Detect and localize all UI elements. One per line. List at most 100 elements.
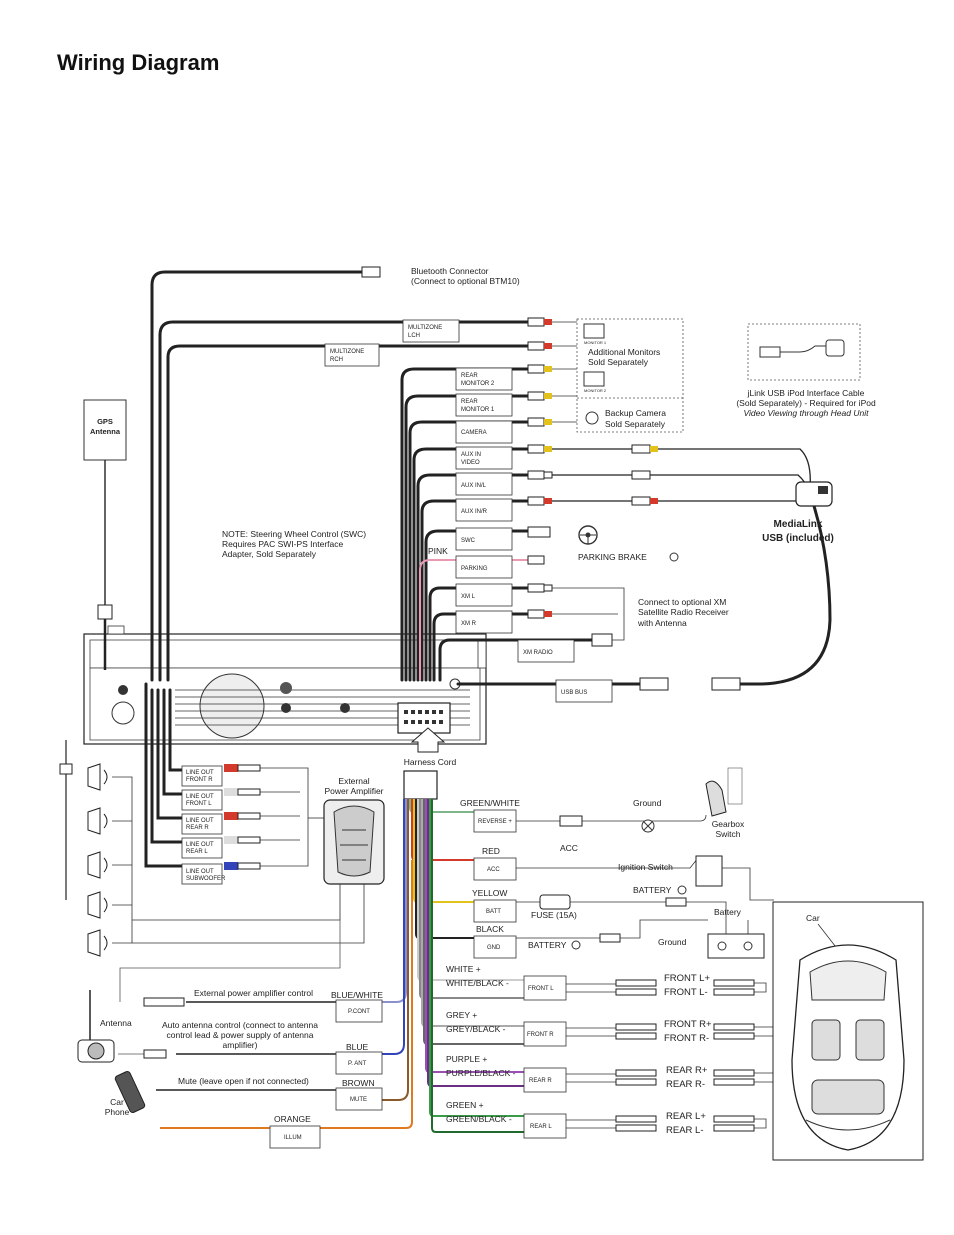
- swc-note-2: Requires PAC SWI-PS Interface: [222, 539, 344, 549]
- xm-r-box: XM R: [455, 610, 513, 634]
- line-out-sub-box: LINE OUT SUBWOOFER: [181, 863, 226, 885]
- svg-text:Gearbox: Gearbox: [712, 819, 745, 829]
- svg-text:FRONT R: FRONT R: [186, 777, 213, 783]
- rear-l-box: REAR L: [523, 1113, 567, 1139]
- svg-text:Antenna: Antenna: [90, 427, 121, 436]
- svg-text:BATT: BATT: [486, 909, 501, 915]
- yellow-label: YELLOW: [472, 888, 507, 898]
- svg-text:Ground: Ground: [633, 798, 662, 808]
- xm-note-3: with Antenna: [637, 618, 687, 628]
- monitor-icon: [583, 371, 605, 387]
- reverse-box: REVERSE +: [473, 809, 517, 833]
- svg-text:REVERSE +: REVERSE +: [478, 819, 512, 825]
- aux-in-l-box: AUX IN/L: [455, 472, 513, 496]
- svg-text:Battery: Battery: [714, 907, 742, 917]
- power-section: Ground Gearbox Switch RED ACC Ignition S…: [516, 767, 774, 959]
- red-label: RED: [482, 846, 500, 856]
- medialink-usb: MediaLink USB (included): [552, 444, 834, 691]
- svg-text:jLink USB iPod Interface Cable: jLink USB iPod Interface Cable: [747, 388, 865, 398]
- svg-text:LINE OUT: LINE OUT: [186, 794, 214, 800]
- svg-text:MONITOR 1: MONITOR 1: [584, 340, 607, 345]
- acc-box: ACC: [473, 857, 517, 881]
- rca-plugs-top: [527, 317, 613, 647]
- blue-white-label: BLUE/WHITE: [331, 990, 383, 1000]
- grey-plus-label: GREY +: [446, 1010, 477, 1020]
- xm-note-1: Connect to optional XM: [638, 597, 726, 607]
- pant-box: P. ANT: [335, 1051, 383, 1075]
- svg-text:XM R: XM R: [461, 621, 477, 627]
- svg-text:PARKING: PARKING: [461, 566, 488, 572]
- bluetooth-label-2: (Connect to optional BTM10): [411, 276, 520, 286]
- black-label: BLACK: [476, 924, 504, 934]
- grey-black-label: GREY/BLACK -: [446, 1024, 506, 1034]
- svg-text:P. ANT: P. ANT: [348, 1061, 367, 1067]
- svg-text:MONITOR 2: MONITOR 2: [584, 388, 607, 393]
- rear-r-plus-label: REAR R+: [666, 1065, 708, 1076]
- front-l-minus-label: FRONT L-: [664, 987, 708, 998]
- parking-brake-label: PARKING BRAKE: [578, 552, 647, 562]
- svg-text:XM RADIO: XM RADIO: [523, 650, 553, 656]
- svg-text:AUX IN/L: AUX IN/L: [461, 483, 487, 489]
- svg-text:RCH: RCH: [330, 357, 343, 363]
- rear-r-minus-label: REAR R-: [666, 1079, 705, 1090]
- svg-text:External: External: [338, 776, 369, 786]
- green-plus-label: GREEN +: [446, 1100, 484, 1110]
- aux-in-video-box: AUX IN VIDEO: [455, 446, 513, 470]
- car-illustration: Car: [772, 901, 924, 1161]
- svg-text:REAR: REAR: [461, 373, 478, 379]
- svg-text:BATTERY: BATTERY: [528, 940, 567, 950]
- jlink-cable: jLink USB iPod Interface Cable (Sold Sep…: [736, 323, 876, 418]
- orange-label: ORANGE: [274, 1114, 311, 1124]
- rear-r-box: REAR R: [523, 1067, 567, 1093]
- green-black-label: GREEN/BLACK -: [446, 1114, 512, 1124]
- speaker-output-wires: [566, 979, 801, 1132]
- svg-text:BATTERY: BATTERY: [633, 885, 672, 895]
- xm-note-2: Satellite Radio Receiver: [638, 607, 729, 617]
- ground-icon: [669, 552, 679, 562]
- svg-text:Car: Car: [806, 913, 820, 923]
- svg-text:REAR R: REAR R: [186, 825, 209, 831]
- front-r-plus-label: FRONT R+: [664, 1019, 712, 1030]
- svg-text:Phone: Phone: [105, 1107, 130, 1117]
- svg-text:MUTE: MUTE: [350, 1097, 367, 1103]
- svg-text:P.CONT: P.CONT: [348, 1009, 370, 1015]
- svg-text:ILLUM: ILLUM: [284, 1135, 302, 1141]
- front-r-box: FRONT R: [523, 1021, 567, 1047]
- blue-label: BLUE: [346, 1042, 369, 1052]
- steering-wheel-icon: [578, 525, 598, 545]
- svg-text:Sold Separately: Sold Separately: [605, 419, 666, 429]
- svg-text:LCH: LCH: [408, 333, 420, 339]
- bluetooth-label-1: Bluetooth Connector: [411, 266, 489, 276]
- mute-note: Mute (leave open if not connected): [178, 1076, 309, 1086]
- gps-antenna: GPS Antenna: [83, 399, 127, 670]
- line-out-rear-l-box: LINE OUT REAR L: [181, 837, 223, 859]
- illum-box: ILLUM: [269, 1125, 321, 1149]
- line-out-rca-plugs: [224, 764, 324, 870]
- svg-text:VIDEO: VIDEO: [461, 460, 480, 466]
- batt-box: BATT: [473, 899, 517, 923]
- svg-text:Antenna: Antenna: [100, 1018, 132, 1028]
- svg-text:FUSE (15A): FUSE (15A): [531, 910, 577, 920]
- svg-text:Switch: Switch: [715, 829, 740, 839]
- svg-text:SWC: SWC: [461, 538, 476, 544]
- svg-text:GND: GND: [487, 945, 501, 951]
- camera-box: CAMERA: [455, 420, 513, 444]
- svg-text:MONITOR 2: MONITOR 2: [461, 381, 495, 387]
- front-l-box: FRONT L: [523, 975, 567, 1001]
- front-r-minus-label: FRONT R-: [664, 1033, 709, 1044]
- external-power-amplifier: External Power Amplifier: [323, 776, 385, 885]
- svg-text:MediaLink: MediaLink: [774, 519, 823, 530]
- svg-text:(Sold Separately) - Required f: (Sold Separately) - Required for iPod: [736, 398, 876, 408]
- rear-l-minus-label: REAR L-: [666, 1125, 703, 1136]
- top-rca-wires: [150, 266, 642, 686]
- svg-text:REAR L: REAR L: [530, 1124, 552, 1130]
- svg-text:XM L: XM L: [461, 594, 476, 600]
- svg-text:GPS: GPS: [97, 417, 113, 426]
- multizone-rch-box: MULTIZONE RCH: [324, 343, 380, 367]
- rear-l-plus-label: REAR L+: [666, 1111, 706, 1122]
- brown-label: BROWN: [342, 1078, 375, 1088]
- svg-text:USB (included): USB (included): [762, 533, 834, 544]
- svg-text:LINE OUT: LINE OUT: [186, 818, 214, 824]
- svg-text:Video Viewing through Head Uni: Video Viewing through Head Unit: [744, 408, 870, 418]
- auto-ant-note-3: amplifier): [223, 1040, 258, 1050]
